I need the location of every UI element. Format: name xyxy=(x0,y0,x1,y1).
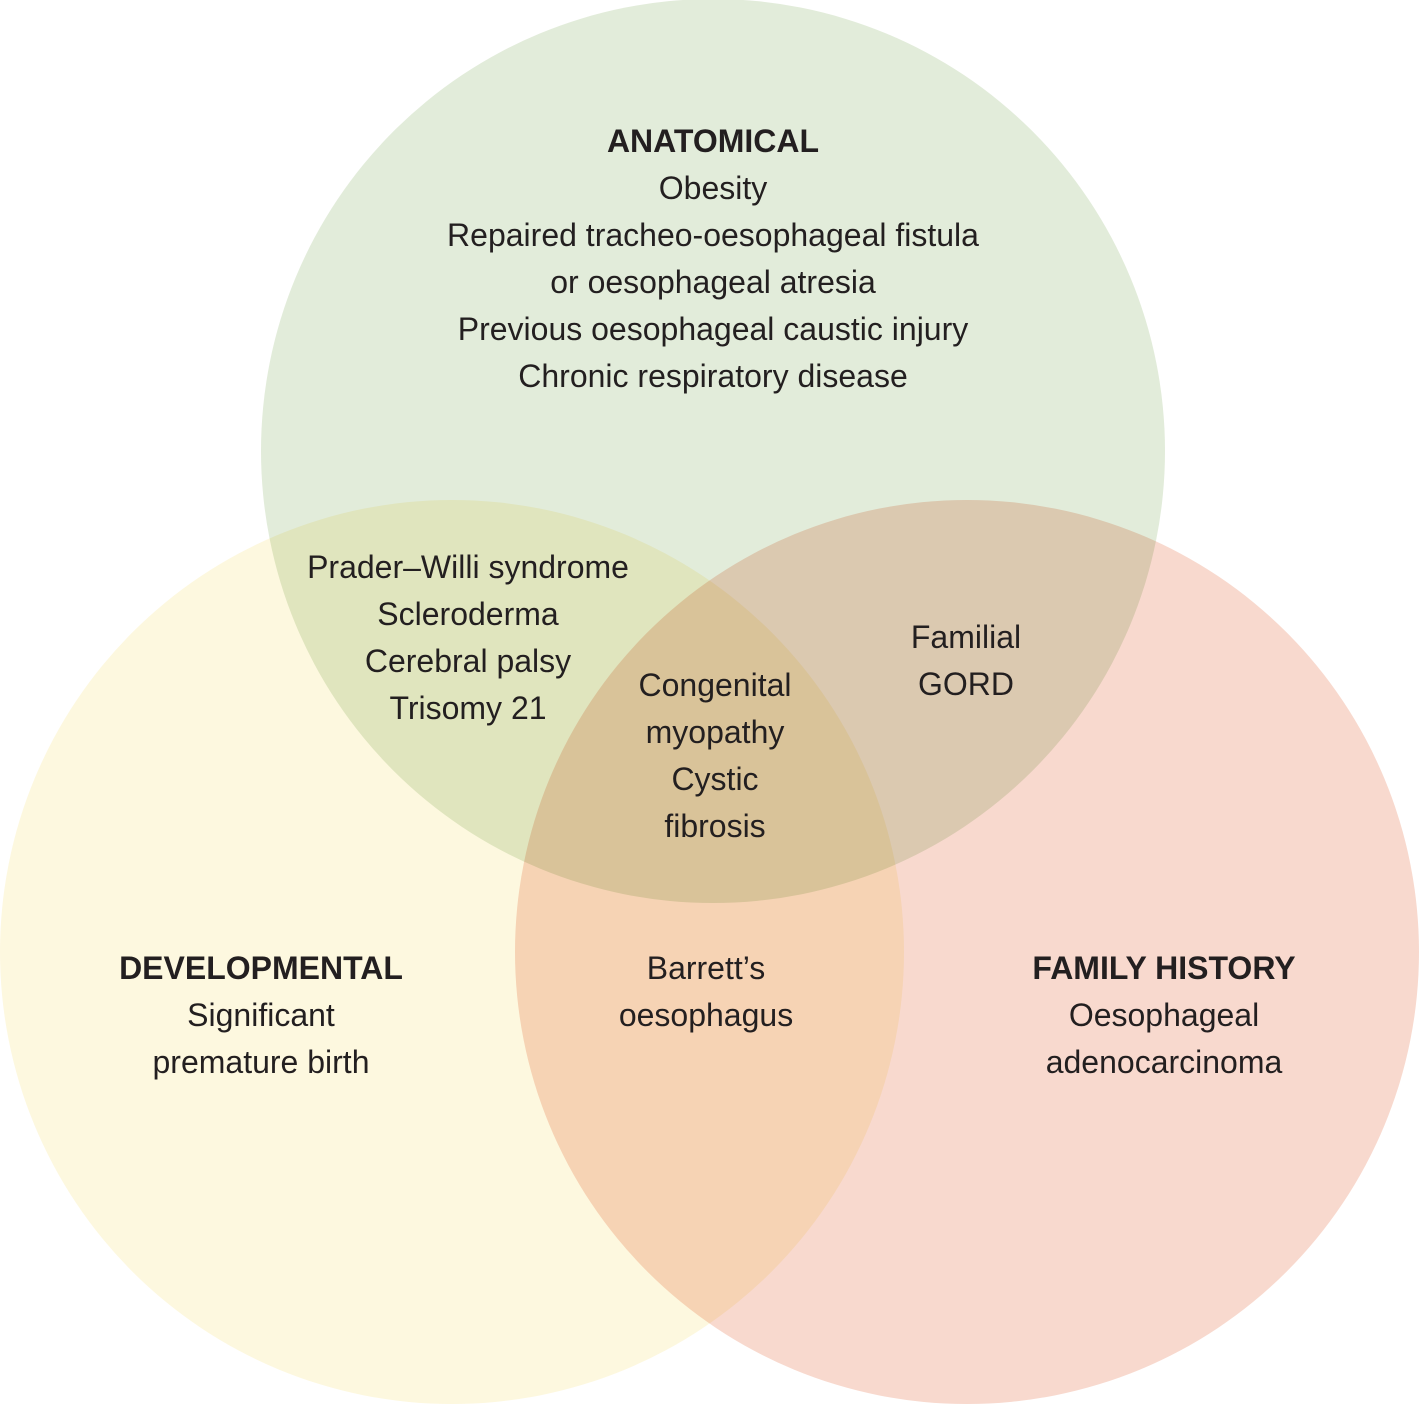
anatomical-developmental-block: Prader–Willi syndrome Scleroderma Cerebr… xyxy=(278,544,658,732)
anatomical-label-block: ANATOMICAL Obesity Repaired tracheo-oeso… xyxy=(413,118,1013,400)
developmental-item: premature birth xyxy=(152,1044,370,1080)
developmental-family-history-item: Barrett’s xyxy=(646,950,766,986)
developmental-title: DEVELOPMENTAL xyxy=(119,950,403,986)
anatomical-title: ANATOMICAL xyxy=(606,123,820,159)
all-three-item: Cystic xyxy=(671,761,759,797)
all-three-item: Congenital xyxy=(638,667,792,703)
anatomical-item: Repaired tracheo-oesophageal fistula xyxy=(447,217,979,253)
all-three-block: Congenital myopathy Cystic fibrosis xyxy=(605,662,825,850)
family-history-item: Oesophageal xyxy=(1068,997,1260,1033)
anatomical-item: or oesophageal atresia xyxy=(550,264,876,300)
circle-family-history xyxy=(515,500,1419,1404)
anatomical-item: Previous oesophageal caustic injury xyxy=(457,311,969,347)
anatomical-developmental-item: Trisomy 21 xyxy=(389,690,547,726)
developmental-family-history-block: Barrett’s oesophagus xyxy=(596,945,816,1039)
anatomical-developmental-item: Scleroderma xyxy=(377,596,559,632)
developmental-label-block: DEVELOPMENTAL Significant premature birt… xyxy=(101,945,421,1086)
anatomical-family-history-block: Familial GORD xyxy=(866,614,1066,708)
all-three-item: myopathy xyxy=(645,714,785,750)
anatomical-family-history-item: Familial xyxy=(910,619,1022,655)
anatomical-item: Obesity xyxy=(658,170,768,206)
anatomical-family-history-item: GORD xyxy=(918,666,1014,702)
family-history-title: FAMILY HISTORY xyxy=(1032,950,1296,986)
family-history-label-block: FAMILY HISTORY Oesophageal adenocarcinom… xyxy=(1004,945,1324,1086)
developmental-family-history-item: oesophagus xyxy=(618,997,794,1033)
anatomical-developmental-item: Prader–Willi syndrome xyxy=(307,549,629,585)
family-history-item: adenocarcinoma xyxy=(1045,1044,1283,1080)
anatomical-item: Chronic respiratory disease xyxy=(518,358,908,394)
developmental-item: Significant xyxy=(187,997,335,1033)
anatomical-developmental-item: Cerebral palsy xyxy=(364,643,572,679)
all-three-item: fibrosis xyxy=(664,808,766,844)
